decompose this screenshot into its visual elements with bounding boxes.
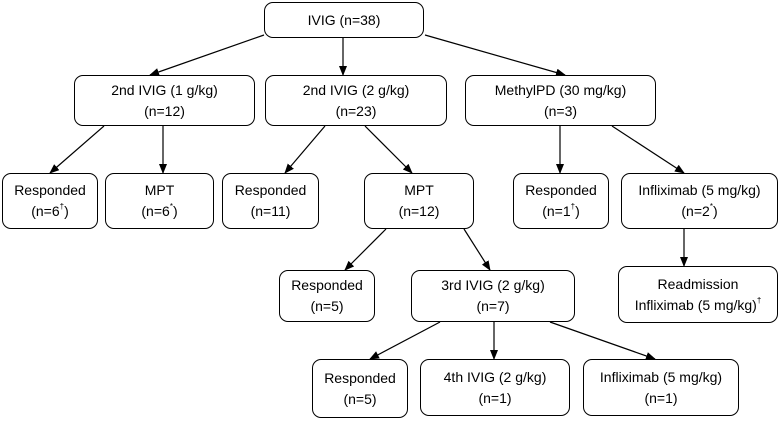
arrow-2g-to-responded — [284, 125, 326, 174]
node-label-2: (n=1) — [644, 389, 678, 406]
node-infliximab-methylpd: Infliximab (5 mg/kg) (n=2*) — [621, 173, 778, 229]
node-label-2: Infliximab (5 mg/kg)† — [634, 295, 762, 313]
node-label-2: (n=6*) — [141, 202, 178, 219]
node-label-2: (n=3) — [543, 102, 578, 119]
node-3rd-ivig: 3rd IVIG (2 g/kg) (n=7) — [411, 270, 575, 322]
node-label-2: (n=5) — [310, 298, 344, 314]
node-label-1: Responded — [291, 277, 363, 293]
node-responded-methylpd: Responded (n=1†) — [513, 173, 609, 229]
arrow-ivig-to-2nd-ivig-1g — [149, 34, 265, 76]
node-ivig-label: IVIG (n=38) — [307, 11, 381, 28]
node-responded-1g: Responded (n=6†) — [2, 173, 98, 229]
arrow-1g-to-responded — [49, 125, 105, 174]
node-responded-3rd: Responded (n=5) — [312, 359, 408, 418]
node-label-2: (n=6†) — [31, 202, 69, 219]
node-label-2: (n=12) — [144, 102, 185, 119]
footnote-mark: † — [756, 295, 762, 305]
node-label-1: Responded — [14, 182, 86, 198]
node-label-2: (n=11) — [250, 203, 291, 219]
footnote-mark: † — [570, 202, 576, 212]
footnote-mark: * — [709, 202, 713, 212]
node-label-1: MPT — [404, 182, 434, 198]
node-label-2: (n=12) — [398, 203, 440, 219]
node-label-1: Infliximab (5 mg/kg) — [599, 368, 723, 385]
node-label-1: Responded — [525, 182, 597, 198]
node-label-2: (n=23) — [335, 102, 377, 119]
node-mpt-2g: MPT (n=12) — [364, 173, 474, 229]
node-2nd-ivig-2g: 2nd IVIG (2 g/kg) (n=23) — [265, 75, 447, 126]
node-label-2: (n=1) — [478, 389, 512, 406]
arrow-3rd-to-infliximab — [549, 321, 656, 360]
node-4th-ivig: 4th IVIG (2 g/kg) (n=1) — [420, 359, 570, 416]
arrow-ivig-to-methylpd — [424, 34, 566, 77]
node-label-2: (n=7) — [476, 298, 510, 314]
node-2nd-ivig-1g: 2nd IVIG (1 g/kg) (n=12) — [74, 75, 255, 126]
arrow-mpt-to-responded — [344, 228, 387, 271]
node-label-2: (n=2*) — [681, 202, 718, 219]
node-responded-mpt: Responded (n=5) — [279, 270, 375, 322]
node-label-1: Infliximab (5 mg/kg) — [638, 182, 761, 198]
arrow-methylpd-to-infliximab — [611, 125, 685, 174]
node-label-1: 2nd IVIG (1 g/kg) — [111, 81, 218, 98]
footnote-mark: † — [59, 202, 65, 212]
node-label-1: 2nd IVIG (2 g/kg) — [302, 81, 410, 98]
node-label-2: (n=5) — [343, 390, 377, 407]
node-label-2: (n=1†) — [542, 202, 580, 219]
node-label-1: Readmission — [657, 275, 739, 292]
node-responded-2g: Responded (n=11) — [222, 173, 319, 229]
node-label-1: 4th IVIG (2 g/kg) — [443, 368, 547, 385]
footnote-mark: * — [169, 202, 173, 212]
node-label-1: Responded — [324, 369, 396, 386]
arrow-mpt-to-3rd-ivig — [463, 228, 491, 271]
node-methylpd: MethylPD (30 mg/kg) (n=3) — [465, 75, 656, 126]
node-ivig: IVIG (n=38) — [264, 2, 424, 38]
node-label-1: MPT — [144, 182, 175, 198]
node-label-1: Responded — [234, 182, 307, 198]
node-readmission: Readmission Infliximab (5 mg/kg)† — [618, 266, 778, 323]
node-label-1: MethylPD (30 mg/kg) — [494, 81, 627, 98]
arrow-2g-to-mpt — [364, 125, 413, 174]
node-label-1: 3rd IVIG (2 g/kg) — [441, 277, 545, 293]
arrow-3rd-to-responded — [369, 321, 441, 360]
node-mpt-1g: MPT (n=6*) — [105, 173, 214, 229]
node-infliximab-3rd: Infliximab (5 mg/kg) (n=1) — [583, 359, 739, 416]
